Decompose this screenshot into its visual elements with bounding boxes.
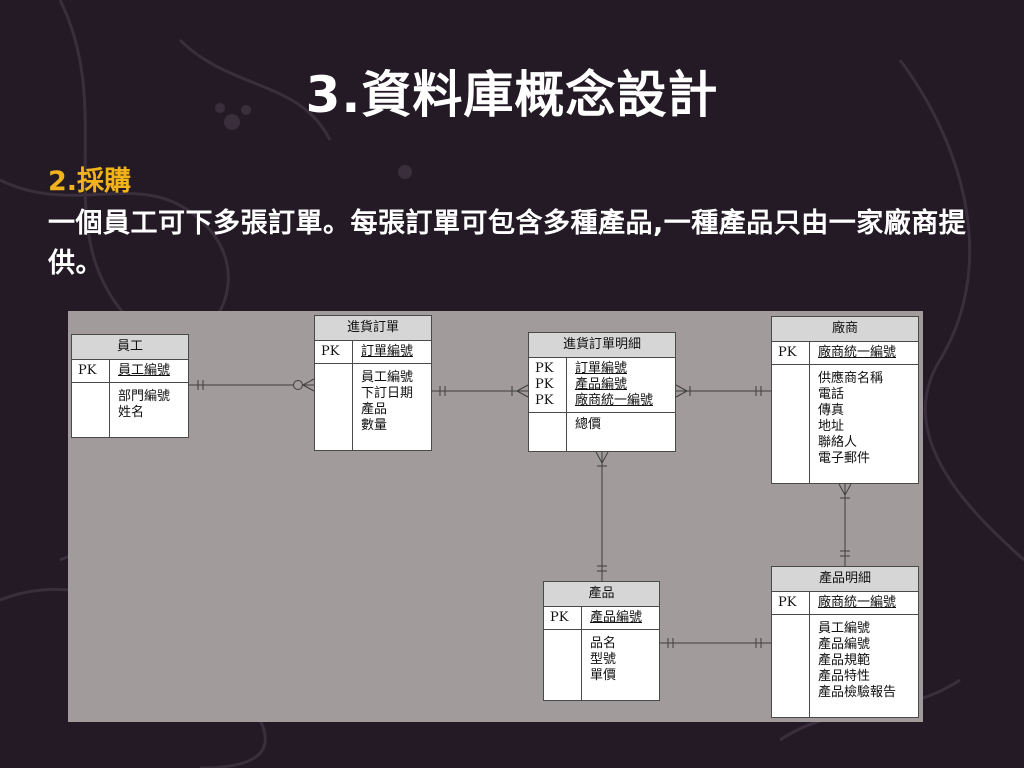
attribute: 品名 [590, 636, 617, 651]
attribute: 產品規範 [818, 653, 871, 668]
attribute: 傳真 [818, 403, 845, 418]
primary-key-row: PK PK PK 訂單編號 產品編號 廠商統一編號 [529, 358, 675, 413]
attribute: 產品 [361, 402, 388, 417]
attribute: 產品特性 [818, 669, 871, 684]
attribute-row: 供應商名稱 電話 傳真 地址 聯絡人 電子郵件 [772, 365, 918, 483]
attribute: 下訂日期 [361, 386, 414, 401]
attribute: 姓名 [118, 405, 145, 420]
attribute: 型號 [590, 652, 617, 667]
primary-key-row: PK 訂單編號 [315, 341, 431, 364]
slide-title: 3.資料庫概念設計 [305, 66, 719, 124]
entity-title: 員工 [72, 335, 188, 360]
attribute: 地址 [818, 419, 845, 434]
pk-field: 訂單編號 [361, 344, 414, 359]
entity-purchase-order[interactable]: 進貨訂單 PK 訂單編號 員工編號 下訂日期 產品 數量 [314, 315, 432, 451]
description-text: 一個員工可下多張訂單。每張訂單可包含多種產品,一種產品只由一家廠商提供。 [48, 208, 967, 279]
attribute: 供應商名稱 [818, 371, 884, 386]
attribute: 部門編號 [118, 389, 171, 404]
pk-label: PK [535, 393, 554, 408]
pk-label: PK [72, 360, 110, 382]
entity-employee[interactable]: 員工 PK 員工編號 部門編號 姓名 [71, 334, 189, 438]
entity-title: 產品 [544, 582, 659, 607]
pk-label: PK [772, 342, 810, 364]
section-heading: 2.採購 [48, 166, 132, 197]
primary-key-row: PK 廠商統一編號 [772, 342, 918, 365]
attribute-row: 員工編號 下訂日期 產品 數量 [315, 364, 431, 450]
attribute: 員工編號 [361, 370, 414, 385]
entity-title: 產品明細 [772, 567, 918, 592]
attribute: 電話 [818, 387, 845, 402]
pk-field: 員工編號 [118, 363, 171, 378]
attribute-row: 部門編號 姓名 [72, 383, 188, 437]
entity-title: 進貨訂單 [315, 316, 431, 341]
attribute-row: 品名 型號 單價 [544, 630, 659, 700]
entity-order-detail[interactable]: 進貨訂單明細 PK PK PK 訂單編號 產品編號 廠商統一編號 總價 [528, 332, 676, 452]
attribute: 產品編號 [818, 637, 871, 652]
attribute: 總價 [575, 417, 602, 432]
pk-label: PK [535, 361, 554, 376]
attribute: 數量 [361, 418, 388, 433]
pk-label: PK [772, 592, 810, 614]
primary-key-row: PK 廠商統一編號 [772, 592, 918, 615]
pk-label: PK [544, 607, 582, 629]
pk-field: 廠商統一編號 [818, 345, 897, 360]
entity-title: 進貨訂單明細 [529, 333, 675, 358]
attribute: 電子郵件 [818, 451, 871, 466]
entity-product-detail[interactable]: 產品明細 PK 廠商統一編號 員工編號 產品編號 產品規範 產品特性 產品檢驗報… [771, 566, 919, 718]
attribute: 產品檢驗報告 [818, 685, 897, 700]
attribute-row: 總價 [529, 413, 675, 451]
entity-product[interactable]: 產品 PK 產品編號 品名 型號 單價 [543, 581, 660, 701]
attribute: 聯絡人 [818, 435, 858, 450]
attribute: 單價 [590, 668, 617, 683]
pk-label: PK [535, 377, 554, 392]
attribute: 員工編號 [818, 621, 871, 636]
pk-field: 產品編號 [590, 610, 643, 625]
entity-vendor[interactable]: 廠商 PK 廠商統一編號 供應商名稱 電話 傳真 地址 聯絡人 電子郵件 [771, 316, 919, 484]
pk-field: 訂單編號 [575, 361, 628, 376]
pk-field: 廠商統一編號 [575, 393, 654, 408]
pk-field: 產品編號 [575, 377, 628, 392]
primary-key-row: PK 員工編號 [72, 360, 188, 383]
entity-title: 廠商 [772, 317, 918, 342]
primary-key-row: PK 產品編號 [544, 607, 659, 630]
attribute-row: 員工編號 產品編號 產品規範 產品特性 產品檢驗報告 [772, 615, 918, 717]
pk-field: 廠商統一編號 [818, 595, 897, 610]
pk-label: PK [315, 341, 353, 363]
